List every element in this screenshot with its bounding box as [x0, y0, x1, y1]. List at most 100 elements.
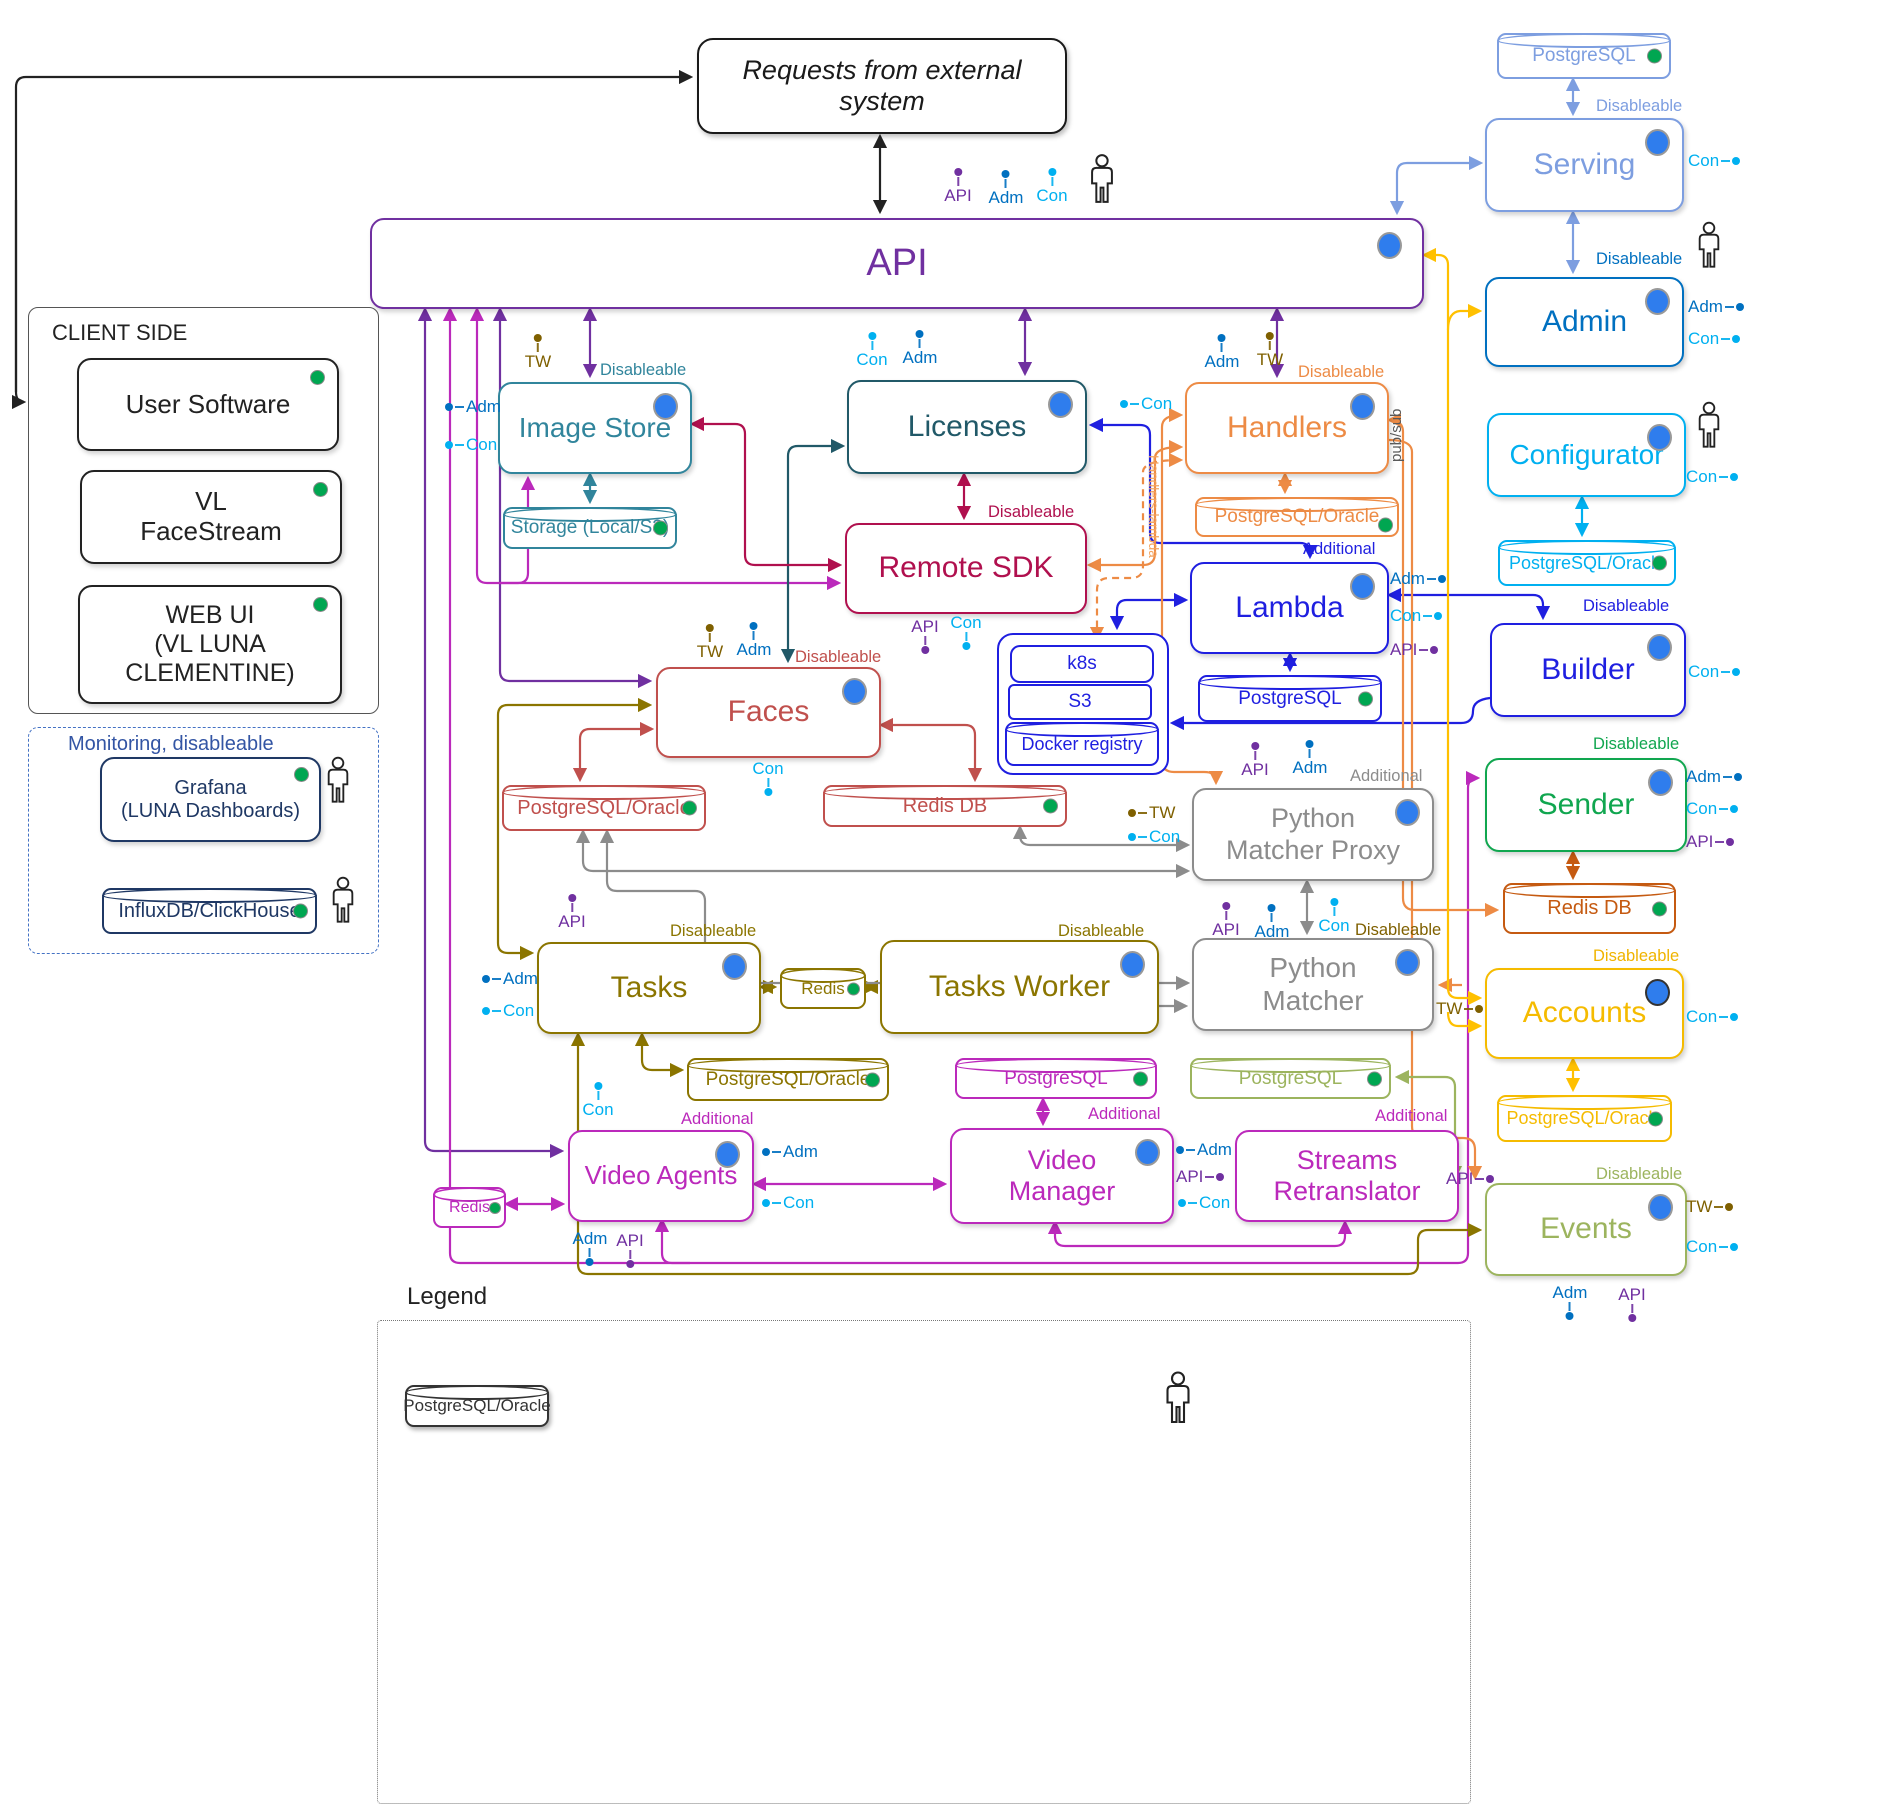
pin-pm-con: Con: [1318, 898, 1350, 934]
stub-events-con: Con: [1686, 1238, 1739, 1255]
api-label: API: [866, 241, 928, 284]
pin-pm-api: API: [1212, 902, 1240, 938]
stub-events-tw: TW: [1686, 1198, 1734, 1215]
badge-image-store-disableable: Disableable: [600, 361, 687, 379]
pin-tasks-api: API: [558, 894, 586, 930]
user-software-box: User Software: [77, 358, 339, 451]
stub-lambda-con: Con: [1390, 607, 1443, 624]
requests-label: Requests from external system: [742, 54, 1022, 116]
pin-licenses-con: Con: [856, 332, 888, 368]
video-agents-label: Video Agents: [584, 1160, 738, 1191]
postgresql-label: PostgreSQL: [1532, 45, 1636, 66]
stub-vm-sr-adm: Adm: [1176, 1141, 1232, 1158]
postgresql-oracle-label: PostgreSQL/Oracle: [517, 796, 691, 819]
licenses-label: Licenses: [907, 409, 1027, 443]
storage-local-s3-db: Storage (Local/S3): [503, 507, 677, 549]
pin-video-agents-con: Con: [582, 1082, 614, 1118]
badge-tasks-worker-disableable: Disableable: [1058, 922, 1145, 940]
stub-admin-adm: Adm: [1688, 298, 1744, 315]
handlers-label: Handlers: [1226, 410, 1348, 444]
requests-from-external-system-box: Requests from external system: [697, 38, 1067, 134]
pin-api-con: Con: [1036, 168, 1068, 204]
redis-label: Redis: [449, 1198, 490, 1216]
grafana-label: Grafana (LUNA Dashboards): [121, 776, 300, 822]
stub-accounts-con: Con: [1686, 1008, 1739, 1025]
stub-configurator-con: Con: [1686, 468, 1739, 485]
postgresql-label: PostgreSQL: [1238, 1067, 1343, 1089]
postgresql-oracle-label: PostgreSQL/Oracle: [1508, 552, 1666, 573]
video-manager-service: Video Manager: [950, 1128, 1174, 1224]
video-manager-postgresql-db: PostgreSQL: [955, 1058, 1157, 1099]
badge-remote-sdk-disableable: Disableable: [988, 503, 1075, 521]
python-matcher-proxy-label: Python Matcher Proxy: [1225, 803, 1401, 865]
pin-remote-sdk-api: API: [911, 618, 939, 654]
lambda-label: Lambda: [1235, 590, 1344, 624]
stub-tasks-con: Con: [482, 1002, 534, 1019]
stub-sender-api: API: [1686, 833, 1735, 850]
k8s-box: k8s: [1010, 645, 1154, 683]
luna-service-dot: [1377, 232, 1402, 259]
postgresql-oracle-label: PostgreSQL/Oracle: [1506, 1108, 1663, 1128]
pin-licenses-adm: Adm: [903, 330, 937, 366]
pin-faces-adm: Adm: [737, 622, 771, 658]
user-interface-icon: [322, 752, 354, 819]
postgresql-oracle-label: PostgreSQL/Oracle: [1214, 506, 1380, 527]
badge-video-agents-additional: Additional: [681, 1110, 754, 1128]
remote-sdk-service: Remote SDK: [845, 523, 1087, 614]
accounts-postgresql-oracle-db: PostgreSQL/Oracle: [1497, 1095, 1672, 1142]
redis-db-label: Redis DB: [902, 794, 988, 817]
pin-pmp-api: API: [1241, 742, 1269, 778]
stub-vm-sr-api: API: [1176, 1168, 1225, 1185]
licenses-service: Licenses: [847, 380, 1087, 474]
video-agents-redis-db: Redis: [433, 1187, 506, 1228]
pin-api-adm: Adm: [989, 170, 1023, 206]
web-ui-label: WEB UI (VL LUNA CLEMENTINE): [125, 601, 295, 687]
grafana-box: Grafana (LUNA Dashboards): [100, 757, 321, 842]
python-matcher-label: Python Matcher: [1262, 952, 1364, 1016]
stub-image-store-con: Con: [445, 436, 497, 453]
admin-service: Admin: [1485, 277, 1684, 367]
redis-db-label: Redis DB: [1547, 897, 1632, 919]
legend-database-sample: PostgreSQL/Oracle: [403, 1385, 551, 1427]
faces-postgresql-oracle-db: PostgreSQL/Oracle: [502, 785, 706, 831]
stub-pmp-tw: TW: [1128, 804, 1175, 821]
lambda-postgresql-db: PostgreSQL: [1198, 675, 1382, 722]
postgresql-label: PostgreSQL: [1004, 1067, 1108, 1089]
video-agents-service: Video Agents: [568, 1130, 754, 1222]
accounts-service: Accounts: [1485, 968, 1684, 1059]
stub-va-vm-con: Con: [762, 1194, 814, 1211]
user-software-label: User Software: [125, 388, 291, 419]
external-service-dot: [313, 597, 328, 612]
python-matcher-proxy-service: Python Matcher Proxy: [1192, 788, 1434, 881]
admin-label: Admin: [1541, 304, 1628, 338]
user-interface-icon: [1693, 398, 1725, 463]
stub-sr-api: API: [1446, 1170, 1495, 1187]
badge-accounts-disableable: Disableable: [1593, 947, 1680, 965]
pin-pmp-adm: Adm: [1293, 740, 1327, 776]
badge-serving-disableable: Disableable: [1596, 97, 1683, 115]
pin-remote-sdk-con: Con: [950, 614, 982, 650]
pin-video-agents-adm: Adm: [573, 1230, 607, 1266]
tasks-label: Tasks: [610, 970, 688, 1004]
pin-faces-con: Con: [752, 760, 784, 796]
streams-retranslator-label: Streams Retranslator: [1273, 1144, 1421, 1206]
sender-service: Sender: [1485, 758, 1687, 852]
badge-admin-disableable: Disableable: [1596, 250, 1683, 268]
handlers-service: Handlers: [1185, 382, 1389, 474]
pin-api-api: API: [944, 168, 972, 204]
storage-label: Storage (Local/S3): [510, 517, 670, 538]
python-matcher-service: Python Matcher: [1192, 938, 1434, 1031]
pin-events-adm: Adm: [1553, 1284, 1587, 1320]
stub-va-vm-adm: Adm: [762, 1143, 818, 1160]
pin-handlers-adm: Adm: [1205, 334, 1239, 370]
stub-pm-tw: TW: [1436, 1000, 1484, 1017]
serving-postgresql-db: PostgreSQL: [1497, 33, 1671, 79]
tasks-service: Tasks: [537, 942, 761, 1034]
badge-sender-disableable: Disableable: [1593, 735, 1680, 753]
k8s-label: k8s: [1067, 653, 1097, 675]
legend-title: Legend: [407, 1283, 488, 1310]
vl-facestream-label: VL FaceStream: [140, 486, 282, 546]
configurator-postgresql-oracle-db: PostgreSQL/Oracle: [1498, 540, 1676, 586]
pin-pm-adm: Adm: [1255, 904, 1289, 940]
handlers-postgresql-oracle-db: PostgreSQL/Oracle: [1195, 497, 1399, 537]
